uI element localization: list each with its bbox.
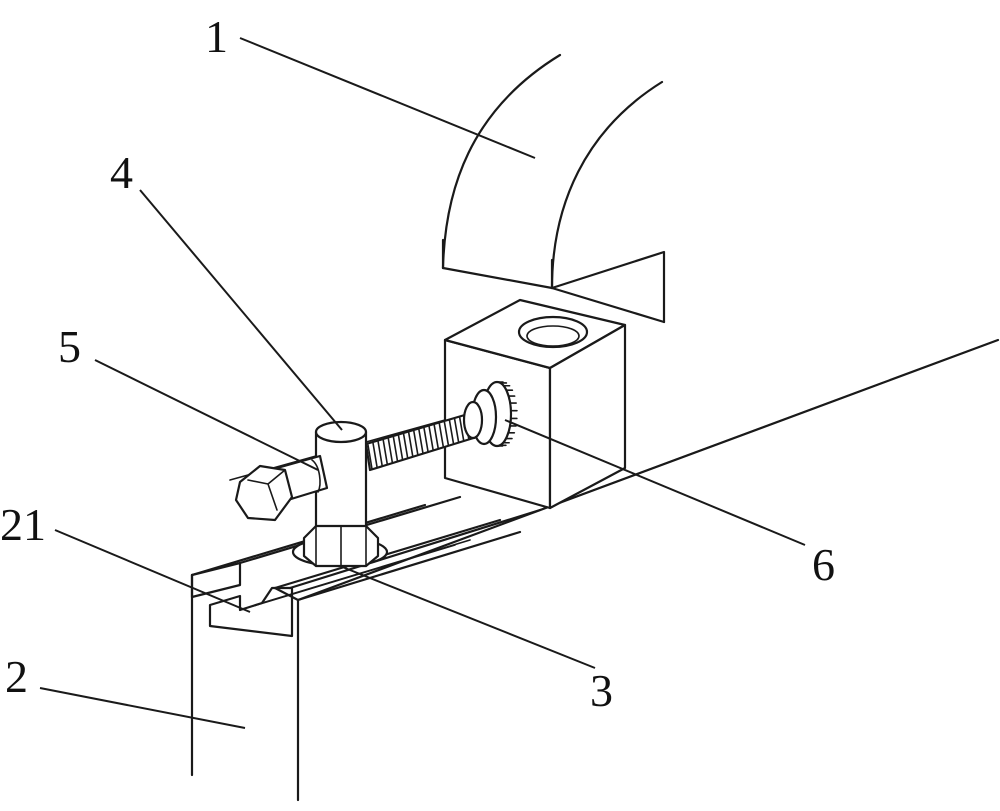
leader-line-3 bbox=[339, 565, 596, 669]
curved-pipe bbox=[441, 53, 664, 290]
part-labels: 1 4 5 21 2 3 6 bbox=[0, 11, 835, 716]
label-part-6: 6 bbox=[812, 539, 835, 590]
thread-ridge bbox=[423, 427, 429, 453]
mounting-block bbox=[443, 298, 627, 510]
leader-line-6 bbox=[504, 419, 806, 546]
thread-ridge bbox=[433, 424, 440, 450]
thread-ridge bbox=[413, 430, 419, 456]
label-part-4: 4 bbox=[110, 147, 133, 198]
thread-ridge bbox=[372, 442, 378, 469]
leader-line-21 bbox=[54, 529, 251, 613]
leader-lines bbox=[39, 37, 806, 729]
thread-ridge bbox=[382, 439, 389, 466]
label-part-1: 1 bbox=[205, 11, 228, 62]
thread-ridge bbox=[387, 438, 394, 464]
thread-ridge bbox=[453, 418, 460, 444]
thread-ridge bbox=[443, 421, 450, 447]
leader-line-2 bbox=[39, 687, 246, 729]
thread-ridge bbox=[377, 441, 383, 467]
rail-plate bbox=[288, 338, 1000, 602]
label-part-5: 5 bbox=[58, 321, 81, 372]
leader-line-5 bbox=[94, 359, 319, 471]
thread-ridge bbox=[367, 444, 373, 470]
thread-ridge bbox=[418, 428, 424, 455]
thread-ridge bbox=[407, 432, 414, 458]
base-nut bbox=[291, 524, 389, 568]
thread-ridge bbox=[402, 433, 409, 459]
leader-line-4 bbox=[139, 189, 343, 431]
bracket-plate bbox=[550, 250, 666, 324]
label-part-3: 3 bbox=[590, 665, 613, 716]
leader-line-1 bbox=[239, 37, 536, 159]
thread-ridge bbox=[428, 425, 434, 451]
cylinder-pin bbox=[314, 420, 368, 544]
thread-ridge bbox=[458, 416, 465, 442]
thread-ridge bbox=[392, 436, 399, 462]
thread-ridge bbox=[397, 435, 404, 461]
thread-ridge bbox=[448, 419, 455, 445]
label-part-21: 21 bbox=[0, 499, 46, 550]
adjusting-nut bbox=[462, 380, 518, 448]
label-part-2: 2 bbox=[5, 651, 28, 702]
thread-ridge bbox=[438, 422, 445, 448]
